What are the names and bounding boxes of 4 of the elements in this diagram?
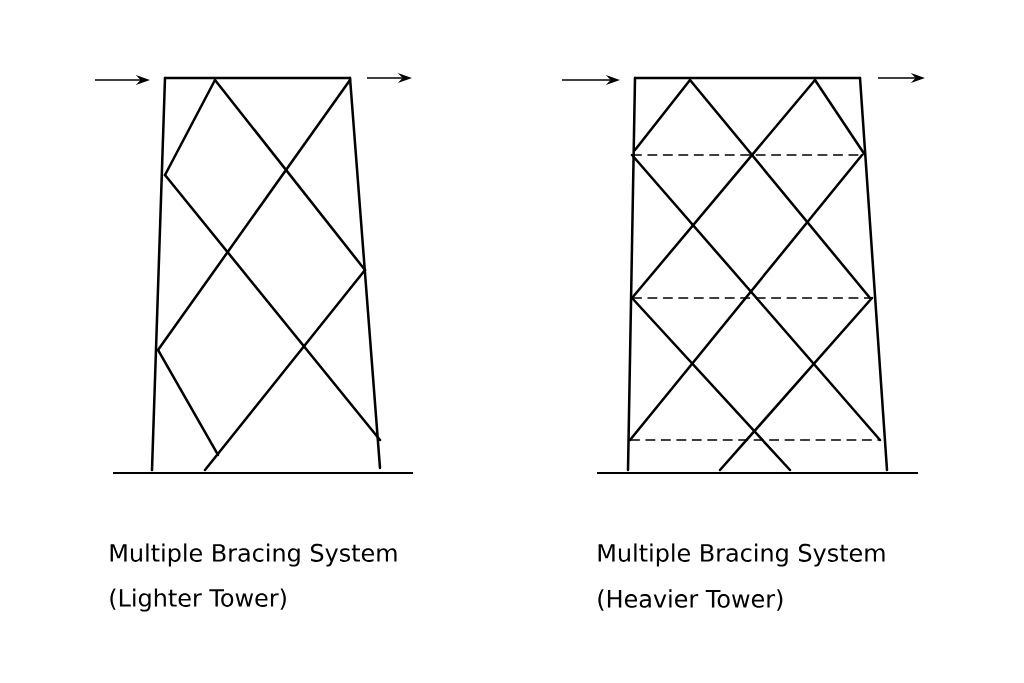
caption-text: (Lighter Tower)	[110, 588, 286, 612]
caption-text: Multiple Bracing System	[598, 543, 885, 567]
caption-text: Multiple Bracing System	[110, 543, 397, 567]
caption-text: (Heavier Tower)	[598, 589, 783, 611]
